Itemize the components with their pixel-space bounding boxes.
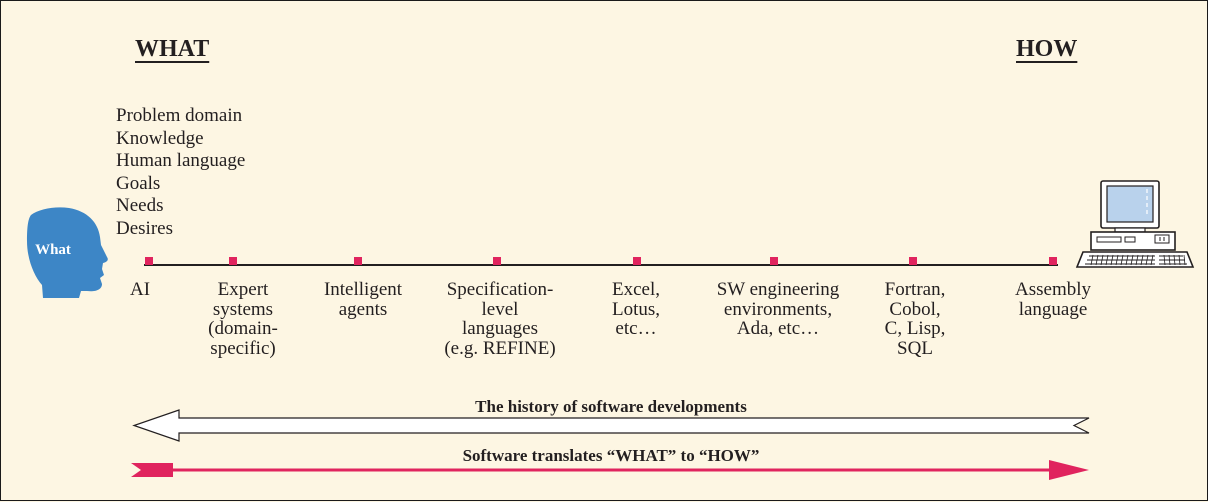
timeline-marker [493, 257, 501, 265]
layer-label-specification-languages: Specification- level languages (e.g. REF… [444, 279, 556, 359]
attribute-item: Desires [116, 217, 173, 239]
attribute-item: Goals [116, 172, 161, 194]
how-heading: HOW [1016, 36, 1078, 62]
layer-label-sw-engineering: SW engineering environments, Ada, etc… [716, 279, 840, 339]
translate-arrow [131, 460, 1089, 480]
what-heading: WHAT [135, 36, 210, 62]
what-attribute-list: Problem domain Knowledge Human language … [116, 105, 245, 240]
layer-label-spreadsheets: Excel, Lotus, etc… [611, 279, 661, 339]
translate-arrow-label: Software translates “WHAT” to “HOW” [462, 446, 760, 465]
timeline-marker [633, 257, 641, 265]
history-arrow-label: The history of software developments [475, 397, 747, 416]
attribute-item: Knowledge [116, 127, 204, 149]
attribute-item: Problem domain [116, 105, 243, 126]
timeline-marker [354, 257, 362, 265]
history-arrow [132, 409, 1090, 442]
attribute-item: Human language [116, 150, 246, 171]
timeline-marker [909, 257, 917, 265]
timeline-marker [145, 257, 153, 265]
attribute-item: Needs [116, 195, 164, 216]
head-label: What [35, 242, 71, 258]
layer-label-programming-languages: Fortran, Cobol, C, Lisp, SQL [884, 279, 946, 359]
layer-label-intelligent-agents: Intelligent agents [323, 279, 403, 320]
layer-label-expert-systems: Expert systems (domain- specific) [208, 279, 278, 359]
timeline-marker [1049, 257, 1057, 265]
timeline-marker [770, 257, 778, 265]
layer-label-ai: AI [129, 279, 151, 300]
timeline-marker [229, 257, 237, 265]
desktop-computer-icon [1075, 180, 1195, 268]
human-head-icon: What [27, 207, 108, 298]
layer-label-assembly: Assembly language [1015, 279, 1091, 320]
